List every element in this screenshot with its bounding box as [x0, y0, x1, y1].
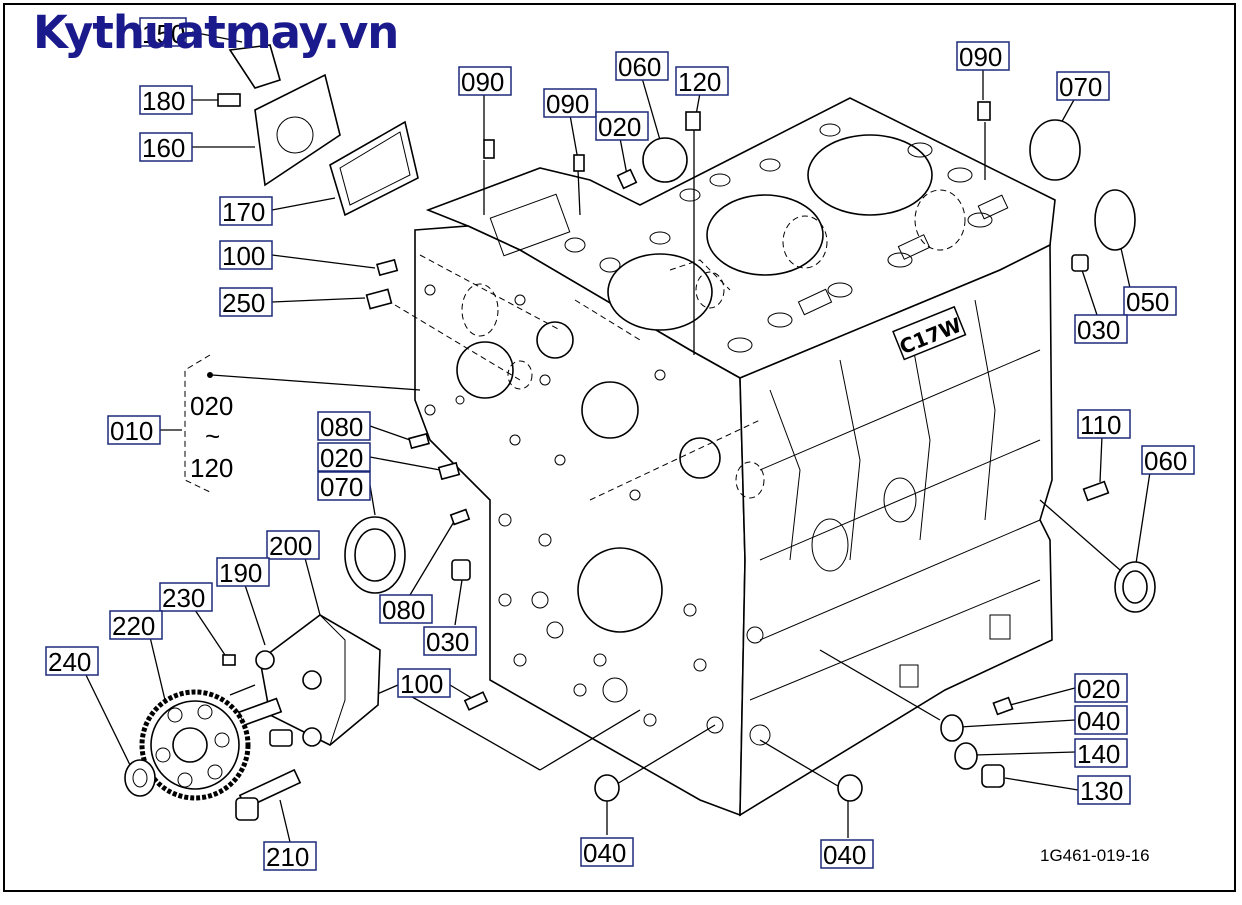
- label-040-c: 040: [1074, 705, 1128, 736]
- svg-text:130: 130: [1080, 776, 1123, 806]
- label-060-a: 060: [615, 51, 669, 82]
- svg-text:210: 210: [266, 842, 309, 872]
- svg-text:080: 080: [382, 595, 425, 625]
- svg-text:050: 050: [1126, 287, 1169, 317]
- label-150: 150: [139, 17, 187, 49]
- svg-text:090: 090: [461, 67, 504, 97]
- svg-text:040: 040: [823, 840, 866, 870]
- svg-text:230: 230: [162, 583, 205, 613]
- svg-text:120: 120: [678, 67, 721, 97]
- label-080-a: 080: [317, 411, 371, 442]
- label-030-a: 030: [423, 626, 477, 657]
- svg-text:010: 010: [110, 416, 153, 446]
- label-170: 170: [219, 196, 273, 227]
- label-120-range: 120: [190, 453, 233, 483]
- label-250: 250: [219, 287, 273, 318]
- svg-text:140: 140: [1077, 739, 1120, 769]
- label-040-b: 040: [820, 839, 874, 870]
- svg-text:090: 090: [546, 89, 589, 119]
- label-160: 160: [139, 132, 193, 163]
- label-090-b: 090: [543, 88, 597, 119]
- watermark-logo: Kythuatmay.vn: [33, 6, 399, 59]
- label-220: 220: [109, 610, 163, 641]
- label-120: 120: [675, 66, 729, 97]
- svg-text:150: 150: [142, 19, 185, 49]
- svg-text:070: 070: [320, 472, 363, 502]
- label-020-b: 020: [595, 111, 649, 142]
- label-070-a: 070: [317, 471, 371, 502]
- page-border: [3, 3, 1236, 892]
- svg-text:110: 110: [1080, 410, 1121, 440]
- label-210: 210: [263, 841, 317, 872]
- label-190: 190: [216, 557, 270, 588]
- label-200: 200: [266, 530, 320, 561]
- label-050: 050: [1123, 286, 1177, 317]
- svg-text:220: 220: [112, 611, 155, 641]
- label-140: 140: [1074, 738, 1128, 769]
- svg-text:190: 190: [219, 558, 262, 588]
- svg-text:070: 070: [1059, 72, 1102, 102]
- svg-text:060: 060: [618, 52, 661, 82]
- svg-text:170: 170: [222, 197, 265, 227]
- label-080-b: 080: [379, 594, 433, 625]
- label-060-b: 060: [1141, 445, 1195, 476]
- svg-text:200: 200: [269, 531, 312, 561]
- svg-text:100: 100: [400, 669, 443, 699]
- label-180: 180: [139, 85, 193, 116]
- svg-text:180: 180: [142, 86, 185, 116]
- svg-text:100: 100: [222, 241, 265, 271]
- label-130: 130: [1077, 775, 1131, 806]
- label-090-a: 090: [458, 66, 512, 97]
- svg-text:240: 240: [48, 647, 91, 677]
- label-010: 010: [107, 415, 161, 446]
- svg-text:020: 020: [1077, 674, 1120, 704]
- svg-text:030: 030: [426, 627, 469, 657]
- oil-pump-assembly: [124, 614, 381, 821]
- label-070-b: 070: [1056, 71, 1110, 102]
- svg-text:250: 250: [222, 288, 265, 318]
- label-030-b: 030: [1074, 314, 1128, 345]
- svg-text:020: 020: [598, 112, 641, 142]
- label-020-range: 020: [190, 391, 233, 421]
- svg-text:090: 090: [959, 42, 1002, 72]
- label-tilde: ~: [205, 421, 220, 451]
- svg-text:020: 020: [320, 443, 363, 473]
- svg-text:160: 160: [142, 133, 185, 163]
- svg-text:030: 030: [1077, 315, 1120, 345]
- label-020-c: 020: [1074, 673, 1128, 704]
- label-110: 110: [1077, 409, 1131, 440]
- svg-text:060: 060: [1144, 446, 1187, 476]
- svg-text:080: 080: [320, 412, 363, 442]
- label-020-a: 020: [317, 442, 371, 473]
- svg-text:040: 040: [1077, 706, 1120, 736]
- label-090-c: 090: [956, 41, 1010, 72]
- label-100-b: 100: [397, 668, 451, 699]
- svg-text:040: 040: [583, 838, 626, 868]
- label-100-a: 100: [219, 240, 273, 271]
- leader-lines: [84, 31, 1151, 843]
- label-040-a: 040: [580, 837, 634, 868]
- cylinder-block: C17W: [394, 97, 1056, 817]
- small-parts: [184, 44, 1156, 802]
- label-240: 240: [45, 646, 99, 677]
- part-labels: 150 180 160 170 100 250 010 020 ~ 120 08…: [45, 17, 1195, 872]
- diagram-code: 1G461-019-16: [1040, 846, 1150, 865]
- label-230: 230: [159, 582, 213, 613]
